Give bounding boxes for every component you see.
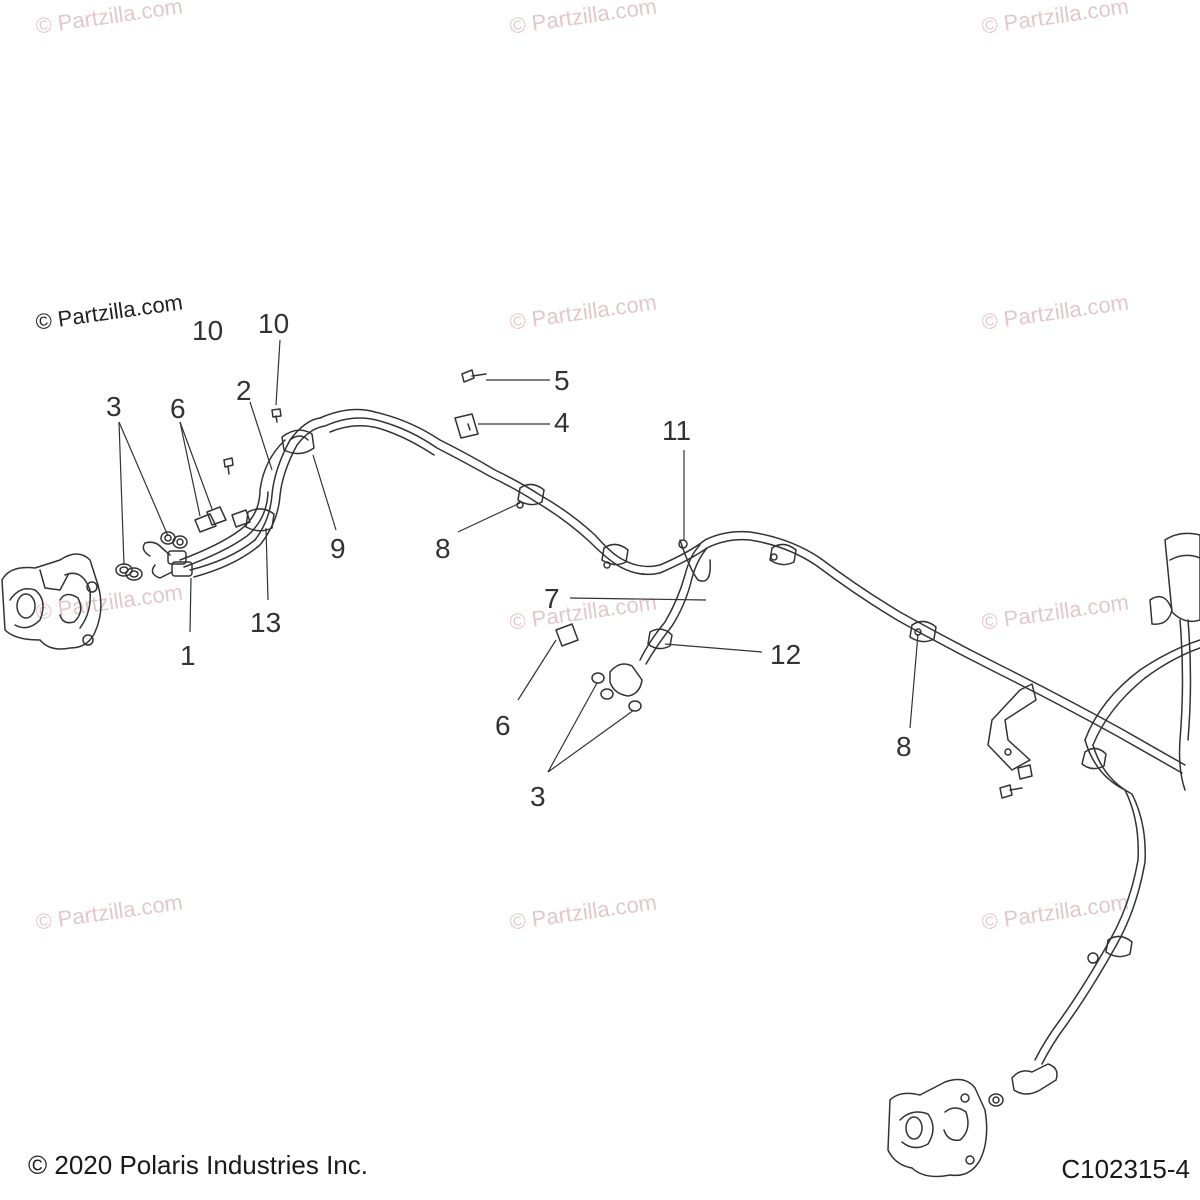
callout-7: 7 xyxy=(544,583,560,614)
clips-item-8 xyxy=(516,483,937,643)
copyright-text: © 2020 Polaris Industries Inc. xyxy=(28,1150,368,1180)
callout-labels: 10 10 2 3 6 5 4 11 9 8 13 1 7 12 6 3 8 xyxy=(106,308,912,812)
screw-and-nut-items-4-5 xyxy=(454,369,487,439)
callout-8-left: 8 xyxy=(435,533,451,564)
bottom-right-caliper xyxy=(887,1078,988,1178)
left-brake-hose-bundle xyxy=(142,417,326,579)
callout-6-middle: 6 xyxy=(495,710,511,741)
callout-5: 5 xyxy=(554,365,570,396)
left-washers xyxy=(115,531,188,581)
callout-3-middle: 3 xyxy=(530,781,546,812)
callout-6-left: 6 xyxy=(170,393,186,424)
right-rear-hose xyxy=(1034,739,1146,1065)
figure-id: C102315-4 xyxy=(1061,1154,1190,1184)
callout-4: 4 xyxy=(554,407,570,438)
right-junction-assembly xyxy=(1084,532,1200,791)
right-mounting-bracket xyxy=(987,683,1037,799)
callout-2: 2 xyxy=(236,375,252,406)
leader-lines xyxy=(118,339,919,773)
screws-item-10 xyxy=(223,408,282,475)
clamp-item-9 xyxy=(281,429,315,455)
middle-fitting-and-washers xyxy=(555,623,643,712)
left-brake-caliper xyxy=(1,553,102,650)
left-banjo-bolts xyxy=(194,506,227,533)
callout-9: 9 xyxy=(330,533,346,564)
callout-11: 11 xyxy=(662,415,691,446)
callout-13: 13 xyxy=(250,607,281,638)
callout-1: 1 xyxy=(180,640,196,671)
callout-10-left: 10 xyxy=(192,315,223,346)
callout-10-right: 10 xyxy=(258,308,289,339)
callout-3-left: 3 xyxy=(106,391,122,422)
callout-8-right: 8 xyxy=(896,731,912,762)
callout-12: 12 xyxy=(770,639,801,670)
main-brake-line xyxy=(319,408,1186,774)
clip-item-12 xyxy=(647,628,673,650)
bottom-fitting xyxy=(988,1063,1058,1107)
